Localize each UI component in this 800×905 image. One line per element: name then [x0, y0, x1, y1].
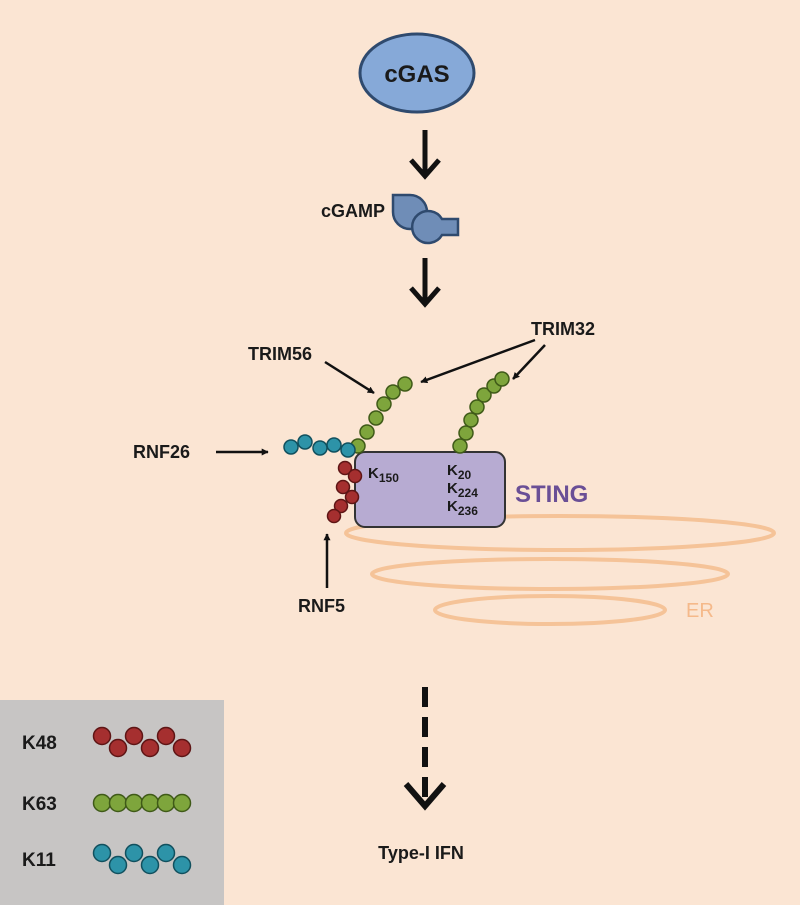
- k48-chain-bead: [344, 489, 360, 505]
- k63-chain-bead: [368, 410, 384, 426]
- arrow-cgamp-to-sting: [409, 258, 441, 308]
- er-membrane: [344, 514, 776, 626]
- k11-chain-bead: [326, 437, 342, 453]
- k63-chain-bead: [494, 371, 510, 387]
- legend-k11-bead: [124, 843, 144, 863]
- svg-text:K236: K236: [447, 498, 478, 518]
- legend-k48-bead: [172, 738, 192, 758]
- k63-chain-bead: [452, 438, 468, 454]
- type-i-ifn-label: Type-I IFN: [378, 843, 464, 863]
- k63-chain-bead: [458, 425, 474, 441]
- legend-k48-bead: [140, 738, 160, 758]
- legend-k11-bead: [156, 843, 176, 863]
- k63-chain-bead: [376, 396, 392, 412]
- k48-chain-bead: [337, 460, 353, 476]
- site-k20: K20: [447, 462, 472, 482]
- trim56-label: TRIM56: [248, 344, 312, 364]
- site-k236: K236: [447, 498, 478, 518]
- legend-k11-bead: [108, 855, 128, 875]
- k48-chain-bead: [326, 508, 342, 524]
- legend-k63-bead: [108, 793, 128, 813]
- k11-chain-bead: [312, 440, 328, 456]
- trim32-label: TRIM32: [531, 319, 595, 339]
- dashed-arrow-to-ifn: [403, 687, 447, 811]
- k63-chain-bead: [397, 376, 413, 392]
- sting-label: STING: [515, 481, 588, 508]
- ubiquitin-chains: [283, 371, 510, 524]
- legend-k48-bead: [124, 726, 144, 746]
- er-label: ER: [686, 600, 714, 622]
- legend-k11-bead: [172, 855, 192, 875]
- k63-chain-bead: [359, 424, 375, 440]
- k48-chain-bead: [347, 468, 363, 484]
- k63-chain-bead: [469, 399, 485, 415]
- trim32-arrow-2: [512, 344, 546, 380]
- site-k150: K150: [368, 465, 399, 485]
- svg-text:K150: K150: [368, 465, 399, 485]
- legend-label-k48: K48: [22, 733, 57, 754]
- k11-chain-bead: [297, 434, 313, 450]
- k63-chain-bead: [463, 412, 479, 428]
- svg-text:K20: K20: [447, 462, 472, 482]
- k11-chain-bead: [340, 442, 356, 458]
- legend-k63-bead: [156, 793, 176, 813]
- cgas-label: cGAS: [384, 61, 449, 88]
- svg-text:K224: K224: [447, 480, 478, 500]
- rnf26-label: RNF26: [133, 442, 190, 462]
- legend-k48-bead: [92, 726, 112, 746]
- sting-protein: [354, 451, 506, 528]
- site-k224: K224: [447, 480, 478, 500]
- k48-chain-bead: [333, 498, 349, 514]
- k11-chain-bead: [283, 439, 299, 455]
- legend-k11-bead: [140, 855, 160, 875]
- arrow-cgas-to-cgamp: [409, 130, 441, 180]
- legend-k48-bead: [108, 738, 128, 758]
- cgas-node: cGAS: [358, 32, 476, 114]
- legend-k63-bead: [92, 793, 112, 813]
- trim32-arrow-1: [420, 338, 536, 384]
- cgamp-label: cGAMP: [321, 201, 385, 221]
- k63-chain-bead: [385, 384, 401, 400]
- legend-k63-bead: [172, 793, 192, 813]
- k63-chain-bead: [476, 387, 492, 403]
- legend-k63-bead: [124, 793, 144, 813]
- legend-k11-bead: [92, 843, 112, 863]
- legend-label-k11: K11: [22, 850, 56, 871]
- trim56-arrow: [324, 360, 375, 395]
- rnf5-label: RNF5: [298, 596, 345, 616]
- legend-k63-bead: [140, 793, 160, 813]
- k48-chain-bead: [335, 479, 351, 495]
- cgamp-icon: [391, 193, 460, 245]
- legend-k48-bead: [156, 726, 176, 746]
- legend-label-k63: K63: [22, 794, 57, 815]
